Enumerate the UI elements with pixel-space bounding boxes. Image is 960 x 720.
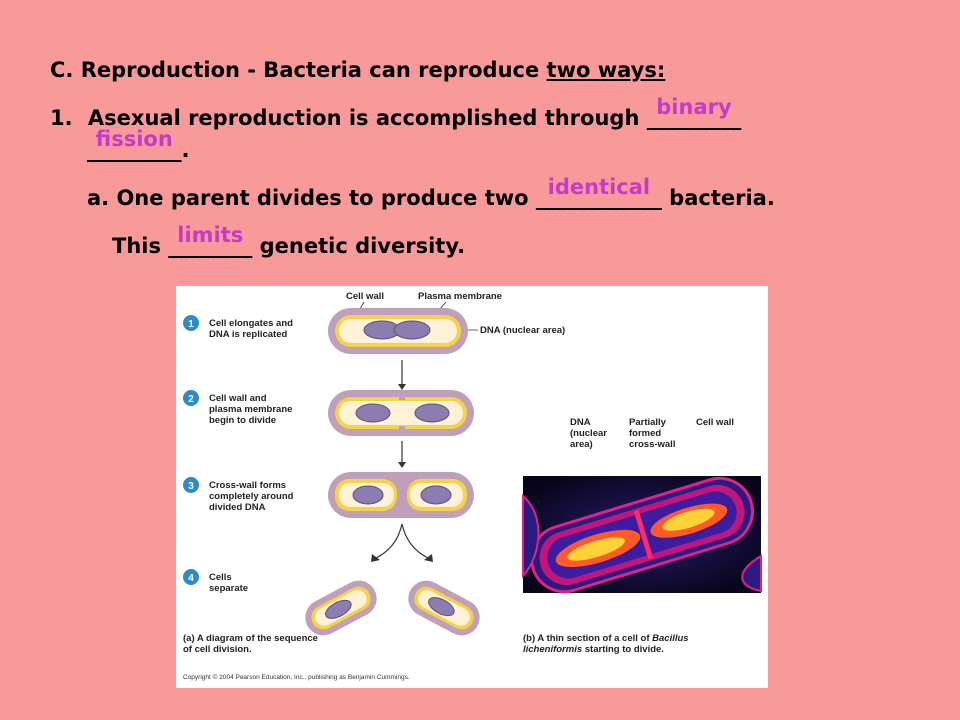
svg-text:Cell wall and: Cell wall and [209, 393, 267, 404]
svg-text:2: 2 [188, 394, 194, 405]
item-limits: This ________limits genetic diversity. [112, 223, 466, 258]
svg-text:Cell elongates and: Cell elongates and [209, 318, 293, 329]
item-1-line2: _________fission. [87, 127, 190, 162]
cell-step-1 [328, 308, 468, 354]
svg-text:completely around: completely around [209, 491, 294, 502]
answer-limits: limits [177, 223, 244, 247]
item-1-number: 1. [50, 106, 73, 130]
heading: C. Reproduction - Bacteria can reproduce… [50, 58, 666, 82]
answer-identical: identical [547, 175, 651, 199]
svg-text:plasma membrane: plasma membrane [209, 404, 292, 415]
caption-b-line1: (b) A thin section of a cell of Bacillus [523, 633, 689, 644]
cell-step-3 [328, 472, 474, 518]
cell-step-4-right [408, 580, 480, 636]
blank-binary: _________binary [646, 95, 742, 130]
blank-fission: _________fission [87, 127, 182, 162]
step-3-icon [183, 477, 199, 493]
svg-text:formed: formed [629, 428, 661, 439]
svg-text:area): area) [570, 439, 593, 450]
svg-text:3: 3 [188, 481, 194, 492]
svg-text:(nuclear: (nuclear [570, 428, 607, 439]
svg-text:separate: separate [209, 583, 248, 594]
step-1-icon [183, 315, 199, 331]
micrograph-image [522, 476, 762, 594]
answer-fission: fission [95, 127, 173, 151]
cell-step-4-left [305, 580, 377, 636]
svg-text:4: 4 [188, 573, 194, 584]
cell-step-2 [328, 390, 474, 436]
blank-identical: ____________identical [535, 175, 662, 210]
step-4-icon [183, 569, 199, 585]
svg-text:DNA is replicated: DNA is replicated [209, 329, 288, 340]
binary-fission-figure: Cell wall Plasma membrane DNA (nuclear a… [176, 286, 768, 688]
label-dna-nuclear-area: DNA (nuclear area) [480, 325, 565, 336]
step-2-icon [183, 390, 199, 406]
svg-text:cross-wall: cross-wall [629, 439, 675, 450]
figure-svg: Cell wall Plasma membrane DNA (nuclear a… [183, 291, 762, 681]
svg-text:Cross-wall forms: Cross-wall forms [209, 480, 286, 491]
svg-text:DNA: DNA [570, 417, 591, 428]
heading-underlined: two ways: [546, 58, 666, 82]
label-cell-wall: Cell wall [346, 291, 384, 302]
caption-a-line1: (a) A diagram of the sequence [183, 633, 318, 644]
svg-text:Partially: Partially [629, 417, 667, 428]
answer-binary: binary [656, 95, 732, 119]
blank-limits: ________limits [168, 223, 253, 258]
svg-text:divided DNA: divided DNA [209, 502, 266, 513]
svg-text:Cells: Cells [209, 572, 232, 583]
label-plasma-membrane: Plasma membrane [418, 291, 502, 302]
item-a: a. One parent divides to produce two ___… [87, 175, 775, 210]
caption-b-line2: licheniformis starting to divide. [523, 644, 664, 655]
caption-a-line2: of cell division. [183, 644, 252, 655]
svg-text:1: 1 [188, 319, 194, 330]
item-1-line1: 1. Asexual reproduction is accomplished … [50, 95, 742, 130]
svg-text:Cell wall: Cell wall [696, 417, 734, 428]
copyright: Copyright © 2004 Pearson Education, Inc.… [183, 673, 410, 681]
svg-text:begin to divide: begin to divide [209, 415, 276, 426]
